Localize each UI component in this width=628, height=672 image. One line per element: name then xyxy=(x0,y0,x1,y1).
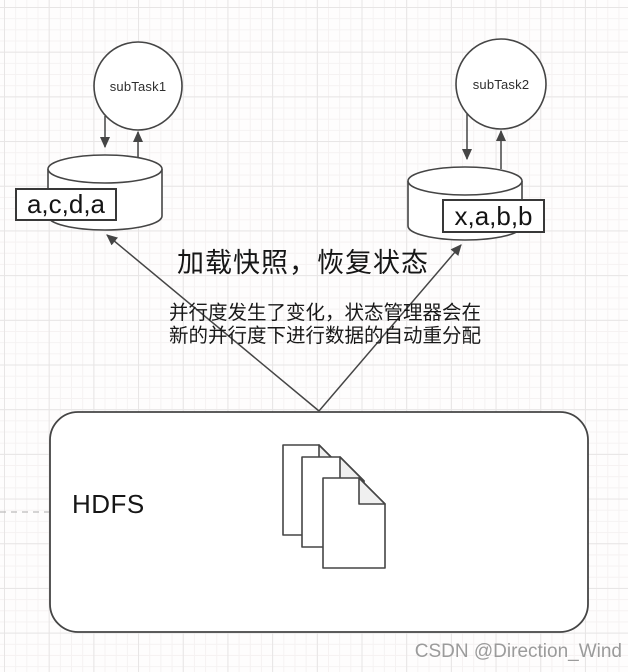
note-line-2: 新的并行度下进行数据的自动重分配 xyxy=(168,325,481,347)
state1-box: a,c,d,a xyxy=(15,188,117,221)
subtask2-label: subTask2 xyxy=(472,76,530,92)
watermark-text: CSDN @Direction_Wind xyxy=(414,641,622,662)
file-page-front xyxy=(322,477,386,569)
file-stack-icon xyxy=(282,444,386,569)
state1-label: a,c,d,a xyxy=(26,189,106,219)
subtask1-label: subTask1 xyxy=(109,78,167,94)
state2-label: x,a,b,b xyxy=(454,200,533,231)
note-line-1: 并行度发生了变化，状态管理器会在 xyxy=(168,302,481,324)
headline-text: 加载快照，恢复状态 xyxy=(177,248,429,278)
note-text: 并行度发生了变化，状态管理器会在 新的并行度下进行数据的自动重分配 xyxy=(155,302,495,348)
subtask2-node xyxy=(455,38,547,130)
hdfs-label: HDFS xyxy=(72,489,145,519)
arrow-hdfs-to-store1 xyxy=(106,234,320,412)
subtask1-node xyxy=(93,41,183,131)
state2-box: x,a,b,b xyxy=(442,199,545,233)
arrow-hdfs-to-store2 xyxy=(318,244,462,412)
